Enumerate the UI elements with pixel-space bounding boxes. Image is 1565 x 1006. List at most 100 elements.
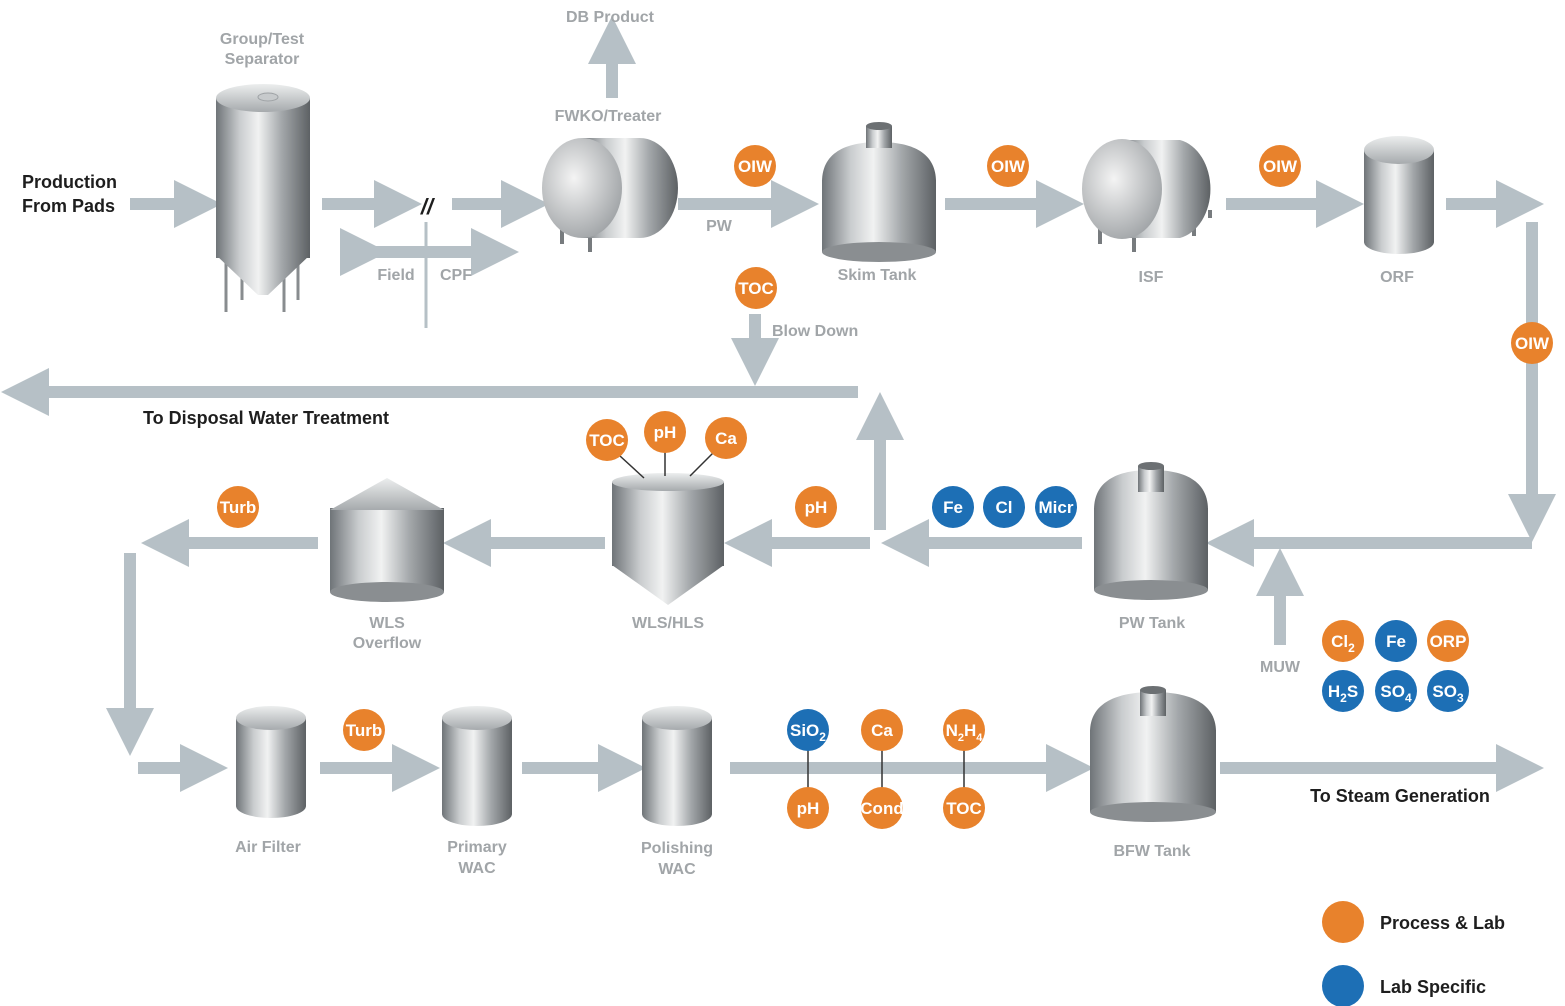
- badge-muw-fe: Fe: [1375, 620, 1417, 662]
- badge-oiw-3: OIW: [1259, 145, 1301, 187]
- svg-text:pH: pH: [805, 498, 828, 517]
- svg-text:Micr: Micr: [1039, 498, 1074, 517]
- orf-unit: [1364, 136, 1434, 254]
- wls-hls-unit: [612, 473, 724, 605]
- wls-overflow-unit: [330, 478, 444, 602]
- label-isf: ISF: [1139, 269, 1164, 286]
- svg-text:OIW: OIW: [1515, 334, 1550, 353]
- svg-text:Fe: Fe: [943, 498, 963, 517]
- label-production-2: From Pads: [22, 196, 115, 216]
- svg-text:TOC: TOC: [738, 279, 774, 298]
- badge-ca-bfw: Ca: [861, 709, 903, 751]
- badge-n2h4: N2H4: [943, 709, 985, 751]
- svg-text:Cond: Cond: [860, 799, 903, 818]
- label-break-mark: //: [420, 194, 436, 219]
- svg-text:ORP: ORP: [1430, 632, 1467, 651]
- label-bfw-tank: BFW Tank: [1113, 843, 1190, 860]
- label-group-test-2: Separator: [225, 51, 300, 68]
- badge-turb-1: Turb: [217, 486, 259, 528]
- primary-wac-unit: [442, 706, 512, 826]
- badge-sio2: SiO2: [787, 709, 829, 751]
- svg-text:Turb: Turb: [346, 721, 383, 740]
- badge-muw-so3: SO3: [1427, 670, 1469, 712]
- badge-oiw-2: OIW: [987, 145, 1029, 187]
- flow-arrows: [1, 16, 1556, 792]
- badge-oiw-1: OIW: [734, 145, 776, 187]
- svg-text:Ca: Ca: [715, 429, 737, 448]
- label-db-product: DB Product: [566, 9, 655, 26]
- svg-text:Turb: Turb: [220, 498, 257, 517]
- badges: OIW OIW OIW OIW TOC TOC pH Ca: [217, 145, 1553, 829]
- svg-text:N2H4: N2H4: [946, 721, 984, 744]
- label-muw: MUW: [1260, 659, 1301, 676]
- badge-turb-2: Turb: [343, 709, 385, 751]
- svg-text:Fe: Fe: [1386, 632, 1406, 651]
- badge-fe-mid: Fe: [932, 486, 974, 528]
- badge-muw-h2s: H2S: [1322, 670, 1364, 712]
- badge-connectors: [619, 450, 965, 794]
- badge-muw-so4: SO4: [1375, 670, 1417, 712]
- label-cpf: CPF: [440, 267, 472, 284]
- badge-muw-orp: ORP: [1427, 620, 1469, 662]
- label-pw-tank: PW Tank: [1119, 615, 1185, 632]
- badge-oiw-4: OIW: [1511, 322, 1553, 364]
- label-field: Field: [377, 267, 414, 284]
- badge-wls-toc: TOC: [586, 419, 628, 461]
- label-orf: ORF: [1380, 269, 1414, 286]
- labels: Production From Pads Group/Test Separato…: [22, 9, 1490, 878]
- badge-ph-mid: pH: [795, 486, 837, 528]
- legend-label-process-lab: Process & Lab: [1380, 913, 1505, 933]
- label-polishing-wac-1: Polishing: [641, 840, 713, 857]
- badge-wls-ca: Ca: [705, 417, 747, 459]
- badge-micr-mid: Micr: [1035, 486, 1077, 528]
- legend-swatch-process-lab: [1322, 901, 1364, 943]
- label-blow-down: Blow Down: [772, 323, 858, 340]
- label-fwko: FWKO/Treater: [555, 108, 662, 125]
- svg-text:SiO2: SiO2: [790, 721, 826, 744]
- svg-text:SO3: SO3: [1432, 682, 1464, 705]
- badge-muw-cl2: Cl2: [1322, 620, 1364, 662]
- polishing-wac-unit: [642, 706, 712, 826]
- svg-text:TOC: TOC: [589, 431, 625, 450]
- label-production-1: Production: [22, 172, 117, 192]
- badge-ph-bfw: pH: [787, 787, 829, 829]
- bfw-tank: [1090, 686, 1216, 822]
- badge-cl-mid: Cl: [983, 486, 1025, 528]
- label-polishing-wac-2: WAC: [658, 861, 696, 878]
- svg-text:pH: pH: [797, 799, 820, 818]
- svg-text:OIW: OIW: [738, 157, 773, 176]
- svg-text:TOC: TOC: [946, 799, 982, 818]
- svg-text:pH: pH: [654, 423, 677, 442]
- svg-text:H2S: H2S: [1328, 682, 1358, 705]
- svg-text:OIW: OIW: [991, 157, 1026, 176]
- legend-label-lab-specific: Lab Specific: [1380, 977, 1486, 997]
- label-to-disposal: To Disposal Water Treatment: [143, 408, 389, 428]
- svg-text:Cl2: Cl2: [1331, 632, 1355, 655]
- badge-toc-bfw: TOC: [943, 787, 985, 829]
- svg-text:OIW: OIW: [1263, 157, 1298, 176]
- fwko-treater: [542, 138, 678, 252]
- svg-text:Ca: Ca: [871, 721, 893, 740]
- legend: Process & Lab Lab Specific: [1322, 901, 1505, 1006]
- label-group-test-1: Group/Test: [220, 31, 305, 48]
- label-wls-hls: WLS/HLS: [632, 615, 704, 632]
- isf-unit: [1082, 139, 1212, 252]
- air-filter-unit: [236, 706, 306, 818]
- label-skim-tank: Skim Tank: [838, 267, 917, 284]
- svg-text:Cl: Cl: [996, 498, 1013, 517]
- label-wls-overflow-2: Overflow: [353, 635, 422, 652]
- group-test-separator: [216, 84, 310, 312]
- label-primary-wac-1: Primary: [447, 839, 507, 856]
- badge-wls-ph: pH: [644, 411, 686, 453]
- pw-tank: [1094, 462, 1208, 600]
- legend-swatch-lab-specific: [1322, 965, 1364, 1006]
- label-primary-wac-2: WAC: [458, 860, 496, 877]
- svg-text:SO4: SO4: [1380, 682, 1412, 705]
- label-pw: PW: [706, 218, 733, 235]
- label-to-steam: To Steam Generation: [1310, 786, 1490, 806]
- label-wls-overflow-1: WLS: [369, 615, 405, 632]
- badge-cond-bfw: Cond: [860, 787, 904, 829]
- badge-toc-blowdown: TOC: [735, 267, 777, 309]
- label-air-filter: Air Filter: [235, 839, 301, 856]
